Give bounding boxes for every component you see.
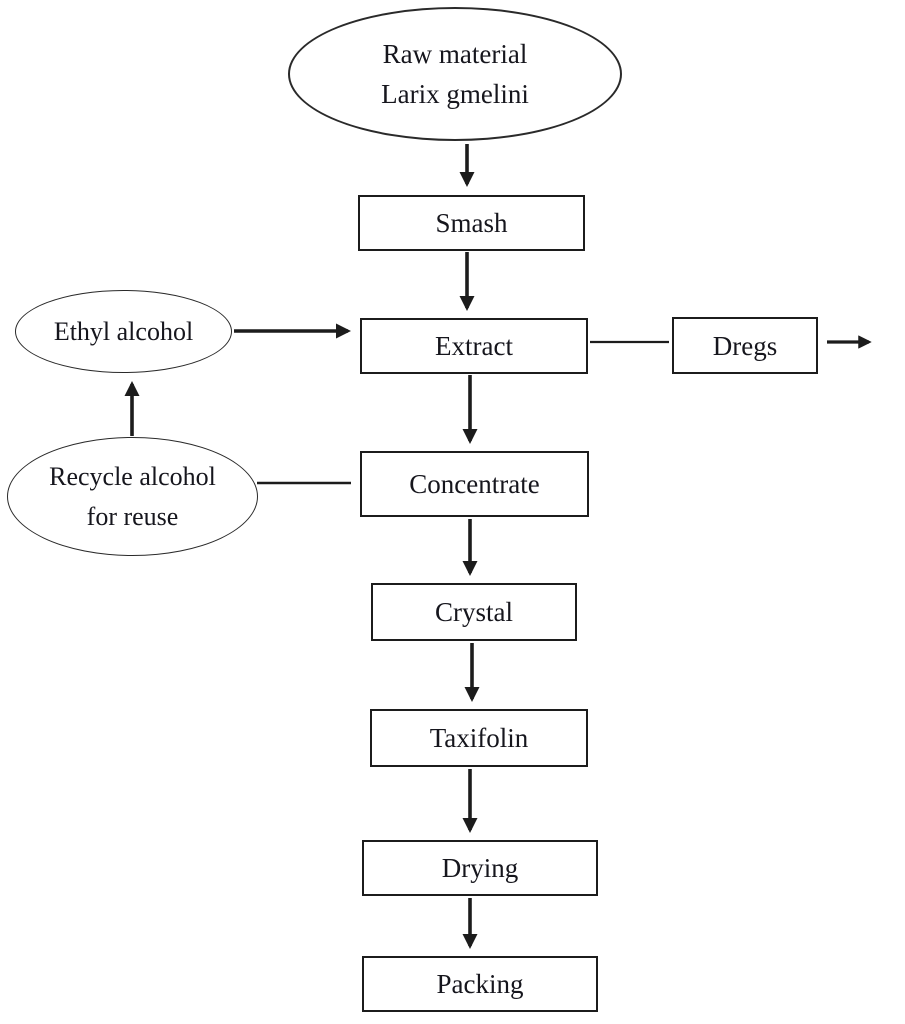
node-extract-label: Extract: [435, 331, 513, 361]
node-extract: Extract: [360, 318, 588, 374]
node-ethyl-alcohol-label: Ethyl alcohol: [53, 316, 194, 346]
node-crystal-label: Crystal: [435, 597, 513, 627]
node-recycle-alcohol-line1: Recycle alcohol: [49, 461, 216, 491]
node-smash-label: Smash: [435, 208, 508, 238]
node-raw-material: Raw material Larix gmelini: [288, 7, 622, 141]
node-packing: Packing: [362, 956, 598, 1012]
node-concentrate-label: Concentrate: [409, 469, 540, 499]
node-recycle-alcohol: Recycle alcohol for reuse: [7, 437, 258, 556]
node-taxifolin-label: Taxifolin: [429, 723, 529, 753]
node-crystal: Crystal: [371, 583, 577, 641]
node-drying-label: Drying: [441, 853, 519, 883]
node-ethyl-alcohol: Ethyl alcohol: [15, 290, 232, 373]
node-raw-material-line2: Larix gmelini: [381, 79, 529, 109]
node-concentrate: Concentrate: [360, 451, 589, 517]
node-dregs: Dregs: [672, 317, 818, 374]
node-smash: Smash: [358, 195, 585, 251]
node-drying: Drying: [362, 840, 598, 896]
node-taxifolin: Taxifolin: [370, 709, 588, 767]
node-raw-material-line1: Raw material: [382, 39, 528, 69]
node-packing-label: Packing: [436, 969, 524, 999]
node-recycle-alcohol-line2: for reuse: [86, 501, 179, 531]
node-dregs-label: Dregs: [712, 330, 778, 361]
